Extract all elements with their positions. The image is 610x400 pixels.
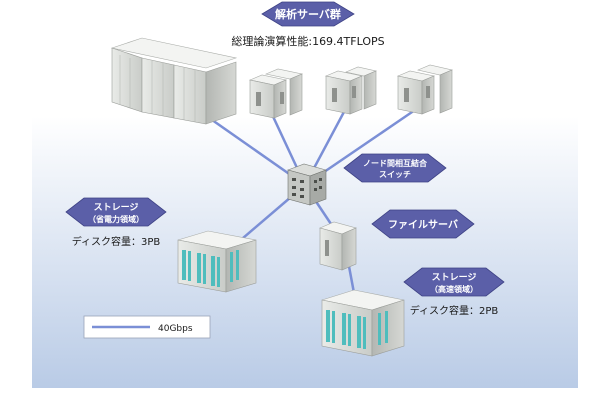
server-group-2: [324, 66, 377, 115]
storage-right-cabinets: [321, 289, 405, 357]
analysis-servers-label: 解析サーバ群: [275, 7, 341, 21]
switch-label-line1: ノード間相互結合: [363, 158, 428, 168]
switch-label-line2: スイッチ: [379, 170, 411, 179]
storage-right-label-line1: ストレージ: [432, 272, 477, 283]
interconnect-switch: [287, 163, 327, 206]
switch-badge: ノード間相互結合 スイッチ: [343, 153, 447, 183]
legend-label: 40Gbps: [158, 324, 193, 334]
server-group-1: [248, 68, 304, 119]
storage-left-capacity: ディスク容量：3PB: [72, 235, 161, 248]
analysis-servers-badge: 解析サーバ群: [261, 1, 355, 27]
large-server-cabinets: [110, 37, 238, 125]
file-server-label: ファイルサーバ: [388, 219, 458, 231]
compute-performance-text: 総理論演算性能:169.4TFLOPS: [231, 34, 384, 48]
storage-left-label-line2: （省電力領域）: [88, 214, 144, 224]
storage-right-label-line2: （高速領域）: [430, 284, 478, 294]
storage-left-cabinets: [177, 230, 257, 293]
legend: 40Gbps: [83, 315, 211, 339]
server-group-3: [396, 64, 453, 115]
storage-right-capacity: ディスク容量：2PB: [410, 304, 499, 317]
storage-left-badge: ストレージ （省電力領域）: [65, 197, 167, 227]
storage-right-badge: ストレージ （高速領域）: [403, 267, 505, 297]
storage-left-label-line1: ストレージ: [94, 202, 139, 213]
file-server-badge: ファイルサーバ: [371, 209, 475, 239]
file-server: [319, 221, 357, 271]
